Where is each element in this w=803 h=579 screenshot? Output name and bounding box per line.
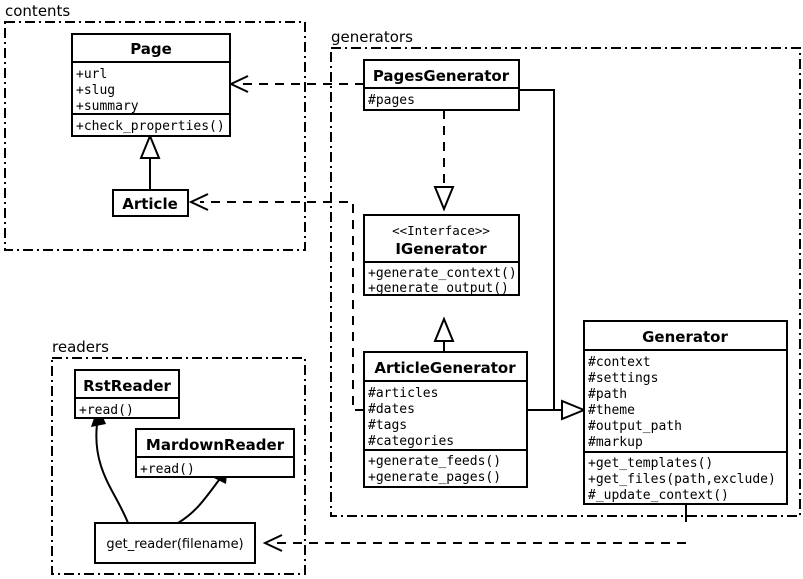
dependency-arrowhead [262,534,283,552]
package-contents-border [4,21,306,251]
class-pages-generator-attribute: #pages [368,93,415,108]
class-generator-attribute: #output_path [588,419,682,434]
class-page-attribute: +summary [76,99,139,114]
class-article-generator-attribute: #categories [368,434,454,449]
class-markdown-reader-box [135,428,295,478]
package-readers: readers [50,338,306,575]
package-readers-label-bg [50,338,116,356]
class-article-generator-name: ArticleGenerator [374,359,516,377]
class-article-generator-box [363,351,528,488]
edge-line [200,201,364,411]
package-readers-border [51,357,306,575]
package-readers-label: readers [52,338,109,356]
class-page-method: +check_properties() [76,119,225,134]
package-generators-label: generators [331,28,413,46]
class-pages-generator-name: PagesGenerator [373,67,510,85]
class-page-box [71,33,231,137]
class-igenerator-stereotype: <<Interface>> [392,223,490,238]
class-rst-reader[interactable]: RstReader +read() [74,369,180,419]
class-generator-attribute: #context [588,355,651,370]
class-generator-method: +get_templates() [588,456,713,471]
class-generator-attribute: #settings [588,371,658,386]
class-article-generator-method: +generate_feeds() [368,454,501,469]
class-rst-reader-box [74,369,180,419]
package-generators-label-bg [329,28,415,46]
package-contents: contents [3,2,306,251]
class-igenerator-method: +generate_context() [368,266,517,281]
class-markdown-reader-method: +read() [140,462,195,477]
class-markdown-reader[interactable]: MardownReader +read() [135,428,295,478]
class-article-generator-attribute: #articles [368,386,438,401]
class-rst-reader-method: +read() [79,403,134,418]
class-rst-reader-name: RstReader [83,377,171,395]
class-generator-method: #_update_context() [588,488,729,503]
edge-articlegenerator-realizes-igenerator [433,316,455,355]
class-article-box [112,189,189,217]
class-page[interactable]: Page +url +slug +summary +check_properti… [71,33,231,137]
function-get-reader[interactable]: get_reader(filename) [94,522,256,564]
edge-generator-uses-getreader [262,504,687,552]
edge-getreader-creates-rstreader [91,406,129,524]
function-get-reader-box [94,522,256,564]
class-page-attribute: +url [76,67,107,82]
package-generators-border [330,47,801,517]
dependency-arrowhead [188,193,209,211]
class-generator-attribute: #path [588,387,627,402]
class-generator-attribute: #markup [588,435,643,450]
edge-curve [177,479,220,524]
class-page-attribute: +slug [76,83,115,98]
realization-arrowhead [433,186,455,212]
class-generator[interactable]: Generator #context #settings #path #them… [583,320,788,505]
edge-pagesgenerator-uses-page [228,75,364,93]
class-igenerator-name: IGenerator [395,240,487,258]
generalization-arrowhead [139,133,161,159]
function-get-reader-label: get_reader(filename) [106,537,243,552]
class-igenerator[interactable]: <<Interface>> IGenerator +generate_conte… [363,214,520,296]
edge-articlegenerator-uses-article [188,193,364,411]
class-article[interactable]: Article [112,189,189,217]
class-generator-name: Generator [642,328,728,346]
generalization-arrowhead [433,316,455,342]
class-generator-attribute: #theme [588,403,635,418]
package-contents-label-bg [3,2,75,20]
class-article-generator-attribute: #tags [368,418,407,433]
edge-article-inherits-page [139,133,161,190]
class-pages-generator-box [363,59,520,111]
class-igenerator-method: +generate_output() [368,281,509,296]
edge-pagesgenerator-realizes-igenerator [433,110,455,212]
class-article-generator-method: +generate_pages() [368,470,501,485]
class-article-generator[interactable]: ArticleGenerator #articles #dates #tags … [363,351,528,488]
class-markdown-reader-name: MardownReader [146,436,285,454]
generalization-arrowhead [561,399,587,421]
edge-articlegenerator-inherits-generator [527,399,587,421]
class-pages-generator[interactable]: PagesGenerator #pages [363,59,520,111]
class-generator-box [583,320,788,505]
class-page-name: Page [130,40,172,58]
class-article-generator-attribute: #dates [368,402,415,417]
class-article-name: Article [122,195,178,213]
class-igenerator-box [363,214,520,296]
class-generator-method: +get_files(path,exclude) [588,472,776,487]
edge-curve [95,423,129,524]
package-contents-label: contents [5,2,70,20]
package-generators: generators [329,28,801,517]
